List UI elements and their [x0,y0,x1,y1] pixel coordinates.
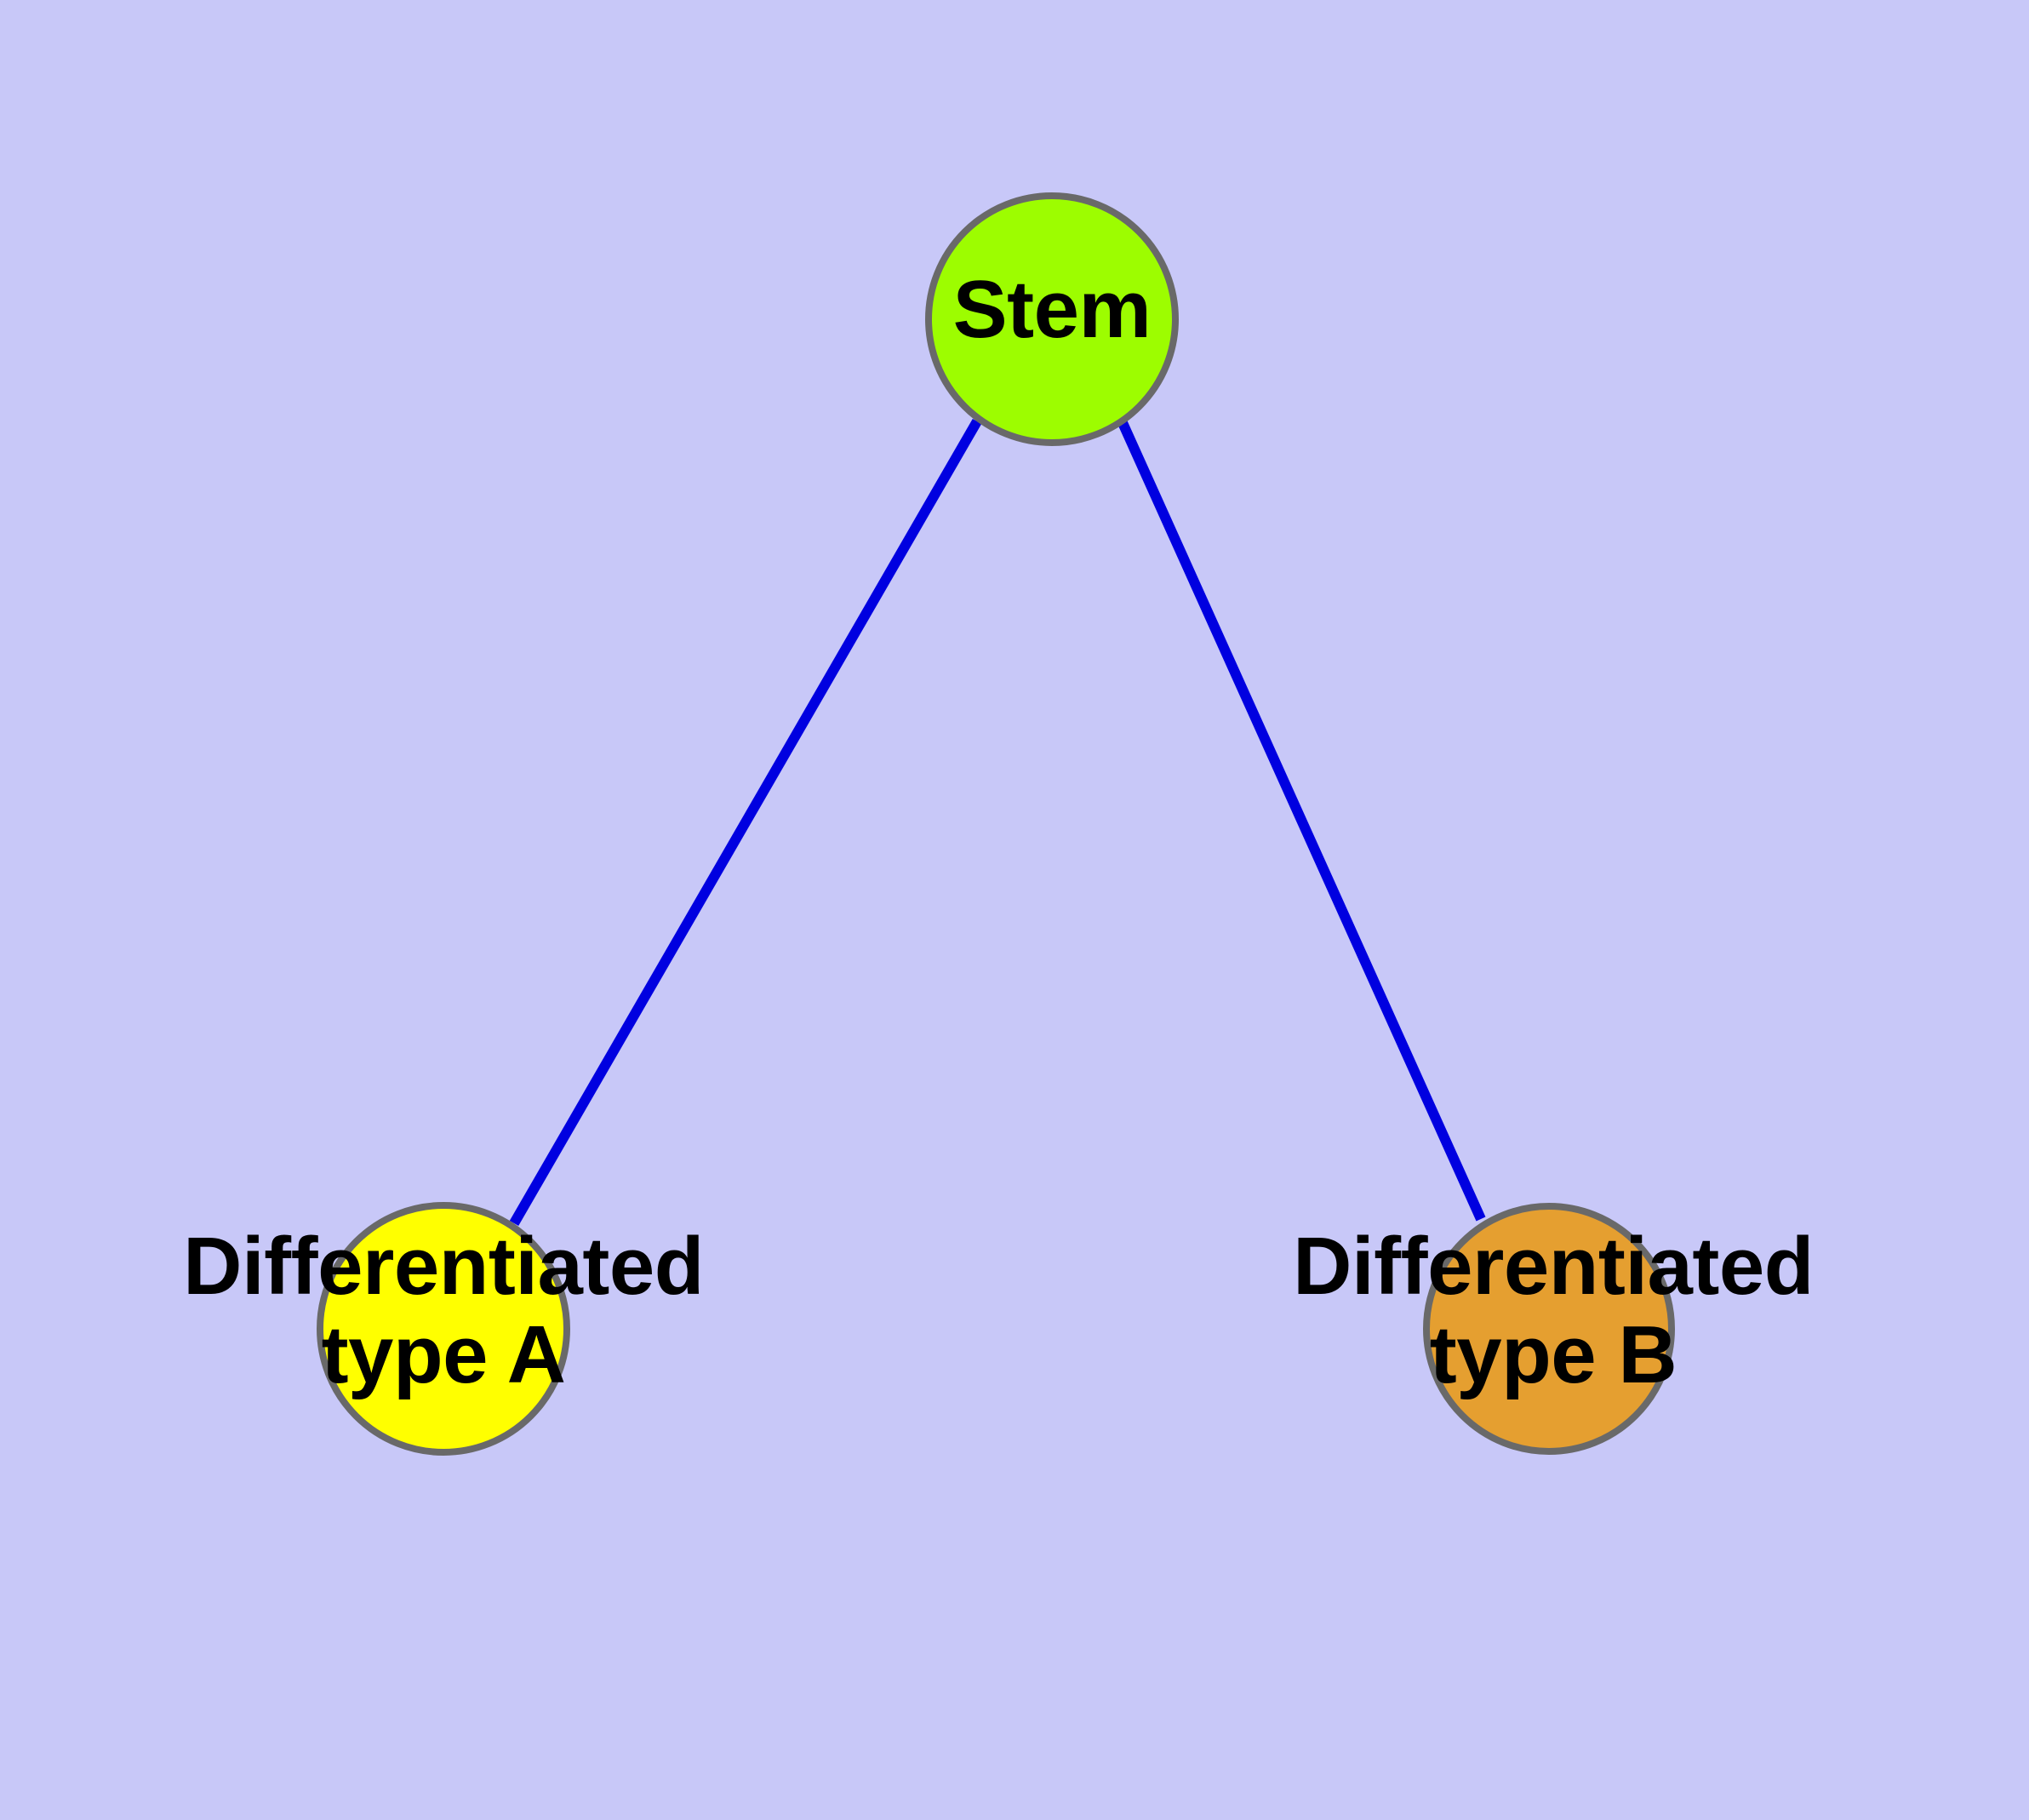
node-differentiated-type-a[interactable] [317,1202,570,1456]
edge-stem-to-type-a [509,418,982,1227]
node-differentiated-type-b[interactable] [1423,1203,1675,1455]
node-stem[interactable] [925,192,1179,446]
edge-stem-to-type-b [1115,415,1486,1222]
